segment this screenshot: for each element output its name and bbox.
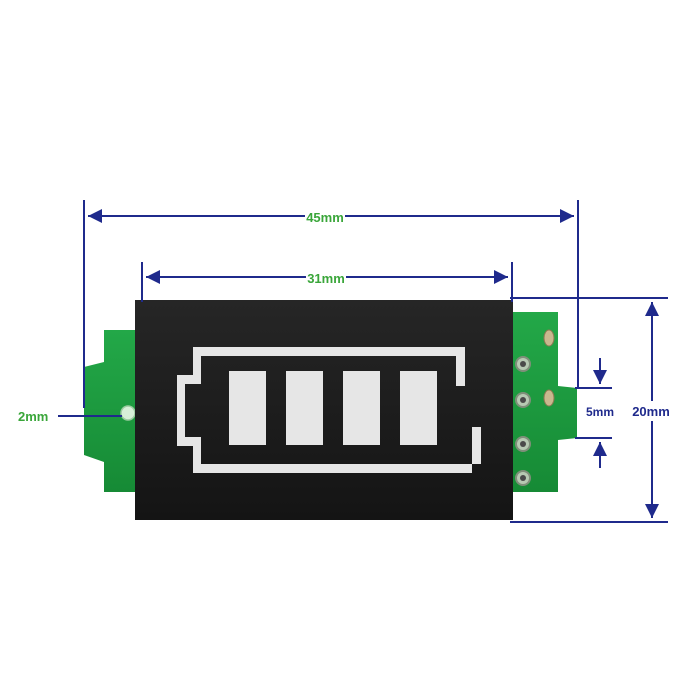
dimension-mount-hole: 2mm <box>18 409 122 424</box>
pin-pad <box>520 397 526 403</box>
pin-pad <box>520 441 526 447</box>
smd-pad <box>543 389 555 407</box>
label-background <box>630 401 674 421</box>
pcb-left-tab <box>84 330 140 492</box>
label-5mm: 5mm <box>586 405 614 419</box>
pin-pad <box>520 361 526 367</box>
pcb-board <box>84 312 577 492</box>
dimension-overall-width: 45mm <box>83 200 579 408</box>
dimension-display-width: 31mm <box>141 262 513 302</box>
battery-level-bars <box>229 371 437 445</box>
pin-pad <box>520 475 526 481</box>
battery-bar-segment <box>343 371 380 445</box>
label-background <box>305 207 345 225</box>
display-face <box>135 300 513 520</box>
pin-pads <box>515 329 555 486</box>
label-20mm: 20mm <box>632 404 670 419</box>
dimension-pin-spacing: 5mm <box>575 358 614 468</box>
smd-pad <box>543 329 555 347</box>
label-2mm: 2mm <box>18 409 48 424</box>
label-45mm: 45mm <box>306 210 344 225</box>
battery-bar-segment <box>400 371 437 445</box>
dimension-overall-height: 20mm <box>510 297 674 523</box>
display-module <box>135 300 513 520</box>
label-background <box>306 268 346 286</box>
battery-bar-segment <box>286 371 323 445</box>
label-31mm: 31mm <box>307 271 345 286</box>
battery-bar-segment <box>229 371 266 445</box>
mount-hole <box>120 405 136 421</box>
